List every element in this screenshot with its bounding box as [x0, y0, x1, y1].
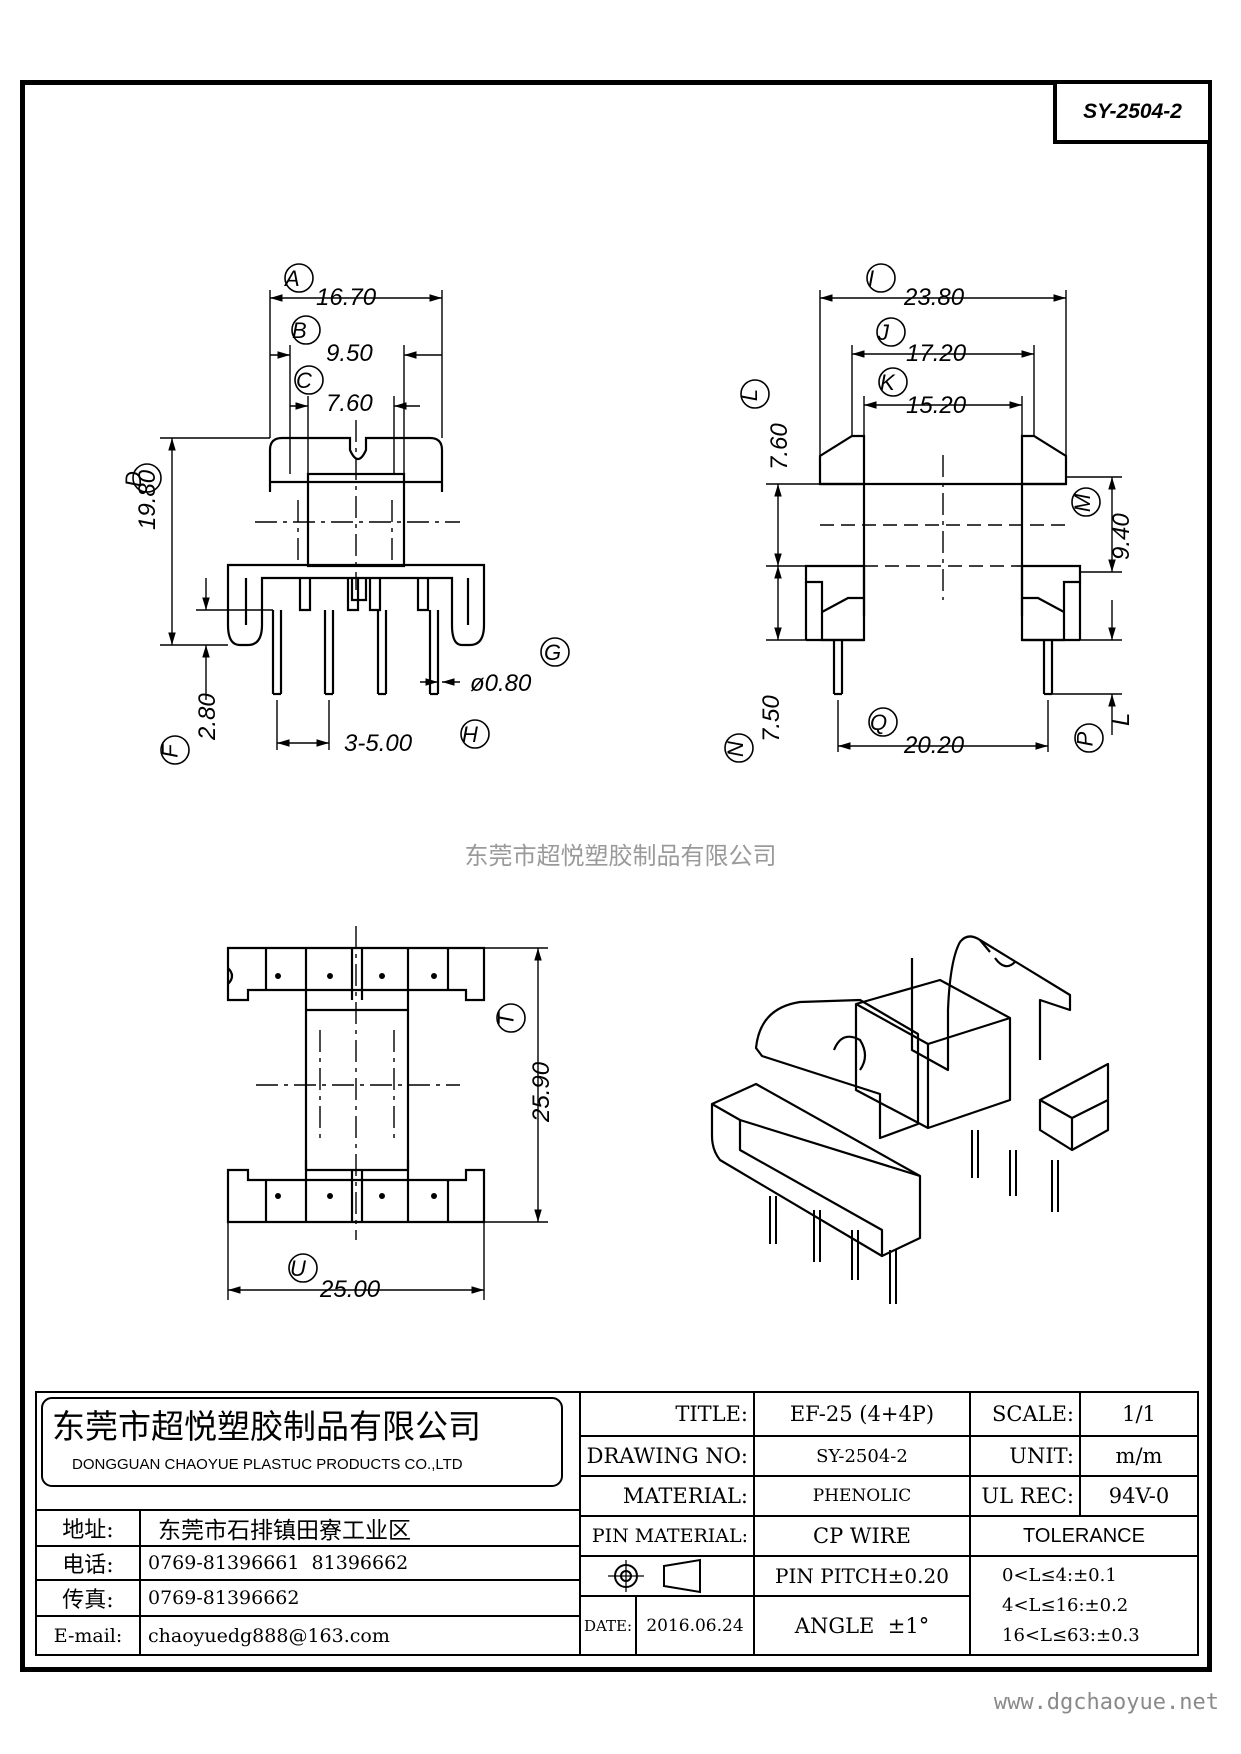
pin-pitch: PIN PITCH±0.20 [775, 1564, 949, 1588]
tolerance-row-2: 4<L≤16:±0.2 [1002, 1594, 1129, 1616]
drawing-frame [20, 80, 1212, 1672]
drawing-number-badge: SY-2504-2 [1053, 80, 1212, 144]
company-name-en: DONGGUAN CHAOYUE PLASTUC PRODUCTS CO.,LT… [72, 1455, 463, 1473]
title-value: EF-25 (4+4P) [789, 1402, 935, 1426]
pin-material-label: PIN MATERIAL: [591, 1525, 748, 1547]
title-label: TITLE: [675, 1402, 748, 1426]
tolerance-row-3: 16<L≤63:±0.3 [1002, 1624, 1140, 1646]
address-value: 东莞市石排镇田寮工业区 [158, 1518, 411, 1544]
title-block-grid [35, 1391, 1199, 1656]
bottom-view [226, 926, 548, 1300]
watermark: 东莞市超悦塑胶制品有限公司 [464, 842, 777, 870]
website-text: www.dgchaoyue.net [993, 1690, 1219, 1715]
side-view [766, 290, 1122, 752]
unit-value: m/m [1115, 1444, 1163, 1468]
fax-value: 0769-81396662 [148, 1587, 300, 1609]
address-label: 地址: [62, 1518, 114, 1543]
scale-label: SCALE: [992, 1402, 1074, 1426]
drawing-no-value: SY-2504-2 [816, 1445, 908, 1467]
angle-tolerance: ANGLE ±1° [794, 1613, 930, 1638]
ul-rec-label: UL REC: [981, 1484, 1074, 1508]
company-name-cn: 东莞市超悦塑胶制品有限公司 [52, 1407, 481, 1446]
tolerance-row-1: 0<L≤4:±0.1 [1002, 1564, 1117, 1586]
date-value: 2016.06.24 [646, 1615, 744, 1636]
phone-label: 电话: [62, 1553, 114, 1578]
drawing-no-label: DRAWING NO: [586, 1444, 748, 1468]
email-label: E-mail: [53, 1624, 123, 1647]
date-label: DATE: [583, 1616, 633, 1635]
material-value: PHENOLIC [812, 1486, 912, 1506]
scale-value: 1/1 [1122, 1402, 1156, 1426]
fax-label: 传真: [62, 1588, 114, 1613]
phone-value: 0769-81396661 81396662 [148, 1552, 409, 1574]
isometric-view [710, 935, 1110, 1304]
pin-material-value: CP WIRE [813, 1524, 911, 1548]
unit-label: UNIT: [1009, 1444, 1074, 1468]
front-view [160, 290, 486, 750]
email-value: chaoyuedg888@163.com [148, 1624, 390, 1647]
tolerance-label: TOLERANCE [1023, 1524, 1145, 1547]
ul-rec-value: 94V-0 [1108, 1484, 1170, 1508]
material-label: MATERIAL: [622, 1484, 748, 1508]
